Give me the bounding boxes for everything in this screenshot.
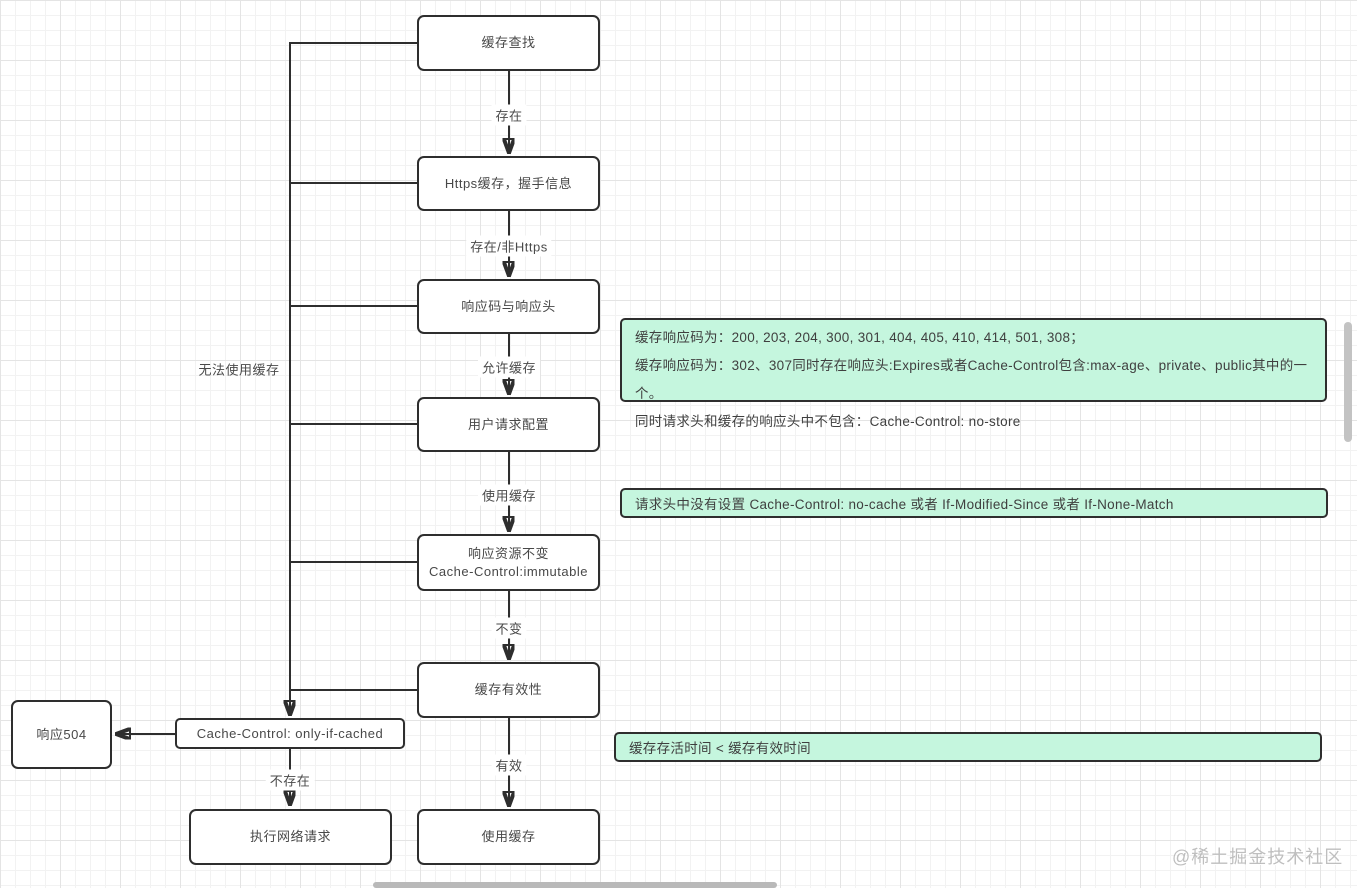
edge-label-valid: 有效 <box>491 754 527 776</box>
edge-label-exists: 存在 <box>491 104 527 126</box>
node-label: 响应504 <box>36 726 87 742</box>
node-label-line2: Cache-Control:immutable <box>429 563 588 579</box>
edge-label-unchanged: 不变 <box>491 617 527 639</box>
note-line: 缓存响应码为：302、307同时存在响应头:Expires或者Cache-Con… <box>635 358 1308 401</box>
note-line: 同时请求头和缓存的响应头中不包含：Cache-Control: no-store <box>635 414 1021 429</box>
rail-cannot-use-cache <box>290 42 417 715</box>
node-response-504: 响应504 <box>11 700 112 769</box>
note-line: 缓存响应码为：200, 203, 204, 300, 301, 404, 405… <box>635 330 1085 345</box>
node-label: Https缓存，握手信息 <box>444 175 573 191</box>
node-label: 响应码与响应头 <box>461 298 556 314</box>
note-request-headers: 请求头中没有设置 Cache-Control: no-cache 或者 If-M… <box>620 488 1328 518</box>
node-network-request: 执行网络请求 <box>189 809 392 865</box>
node-cache-lookup: 缓存查找 <box>417 15 600 71</box>
note-line: 缓存存活时间 < 缓存有效时间 <box>629 741 811 756</box>
node-immutable: 响应资源不变 Cache-Control:immutable <box>417 534 600 591</box>
node-label: 使用缓存 <box>481 829 536 845</box>
node-use-cache: 使用缓存 <box>417 809 600 865</box>
node-cache-validity: 缓存有效性 <box>417 662 600 718</box>
node-https-cache: Https缓存，握手信息 <box>417 156 600 211</box>
edge-label-cannot-use-cache: 无法使用缓存 <box>198 362 280 378</box>
node-only-if-cached: Cache-Control: only-if-cached <box>175 718 405 749</box>
horizontal-scrollbar-thumb[interactable] <box>373 882 777 888</box>
node-response-code: 响应码与响应头 <box>417 279 600 334</box>
edge-label-use-cache: 使用缓存 <box>477 484 541 506</box>
node-user-request-config: 用户请求配置 <box>417 397 600 452</box>
node-label: 执行网络请求 <box>249 829 331 845</box>
note-line: 请求头中没有设置 Cache-Control: no-cache 或者 If-M… <box>635 497 1174 512</box>
edge-label-allow-cache: 允许缓存 <box>477 356 541 378</box>
node-label: 用户请求配置 <box>467 416 549 432</box>
note-cache-ttl: 缓存存活时间 < 缓存有效时间 <box>614 732 1322 762</box>
node-label: Cache-Control: only-if-cached <box>196 725 384 741</box>
edge-label-not-exists: 不存在 <box>265 769 315 791</box>
watermark-juejin: @稀土掘金技术社区 <box>1172 847 1344 867</box>
node-label: 缓存有效性 <box>474 682 543 698</box>
node-label: 缓存查找 <box>481 35 536 51</box>
vertical-scrollbar-thumb[interactable] <box>1344 322 1352 442</box>
node-label-line1: 响应资源不变 <box>467 545 549 561</box>
note-cacheable-codes: 缓存响应码为：200, 203, 204, 300, 301, 404, 405… <box>620 318 1327 429</box>
edge-label-exists-non-https: 存在/非Https <box>466 235 552 257</box>
